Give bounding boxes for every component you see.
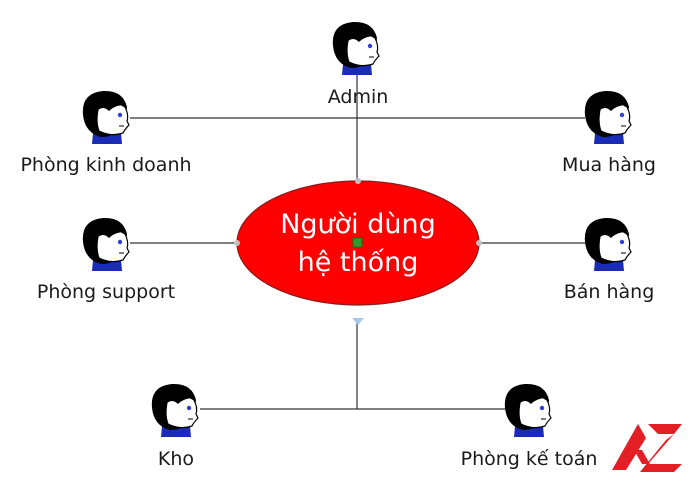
person-icon-admin[interactable] — [332, 21, 380, 75]
person-icon-phong-ke-toan[interactable] — [504, 383, 552, 437]
connectors — [130, 70, 585, 410]
center-handle[interactable] — [352, 237, 363, 248]
handle-right[interactable] — [476, 240, 482, 246]
center-label-line1: Người dùng — [280, 209, 436, 240]
actor-label-ban-hang: Bán hàng — [563, 281, 655, 303]
az-logo-icon — [612, 424, 682, 472]
actor-label-mua-hang: Mua hàng — [562, 154, 656, 176]
actor-label-phong-kinh-doanh: Phòng kinh doanh — [20, 154, 192, 176]
actor-label-admin: Admin — [327, 86, 389, 108]
person-icon-mua-hang[interactable] — [584, 90, 632, 144]
person-icon-kho[interactable] — [151, 383, 199, 437]
actors-layer — [82, 21, 632, 437]
person-icon-phong-kinh-doanh[interactable] — [82, 90, 130, 144]
actor-label-phong-ke-toan: Phòng kế toán — [460, 448, 598, 470]
person-icon-ban-hang[interactable] — [584, 217, 632, 271]
actor-label-phong-support: Phòng support — [36, 281, 176, 303]
center-label-line2: hệ thống — [297, 247, 419, 278]
bottom-handle-arrow[interactable] — [352, 318, 364, 325]
actor-label-kho: Kho — [157, 448, 195, 470]
handle-top[interactable] — [355, 178, 361, 184]
handle-left[interactable] — [234, 240, 240, 246]
person-icon-phong-support[interactable] — [82, 217, 130, 271]
